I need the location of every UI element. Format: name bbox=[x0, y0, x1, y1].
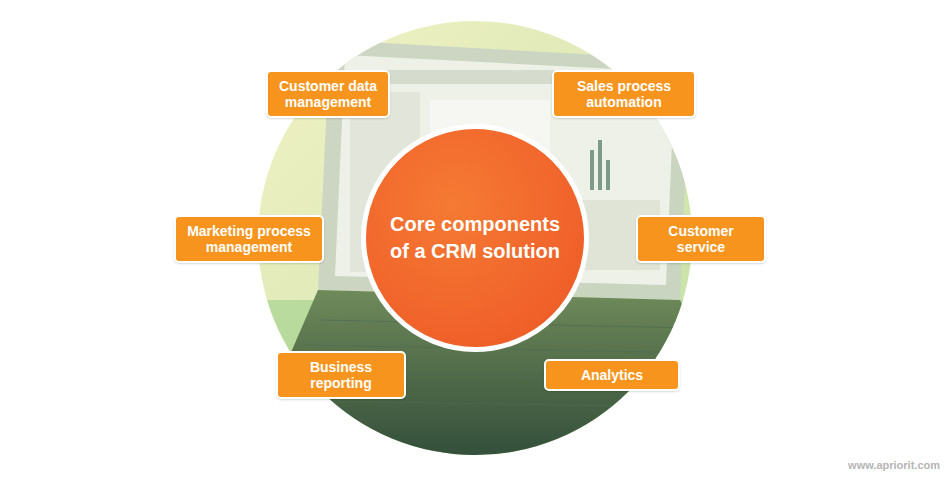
component-label: Customer service bbox=[648, 223, 754, 255]
component-label: Analytics bbox=[556, 367, 668, 383]
component-box: Sales process automation bbox=[552, 70, 696, 118]
component-label: Sales process automation bbox=[564, 78, 684, 110]
component-box: Analytics bbox=[544, 359, 680, 391]
component-box: Business reporting bbox=[276, 351, 406, 399]
component-label: Business reporting bbox=[288, 359, 394, 391]
component-box: Marketing process management bbox=[174, 215, 324, 263]
center-title: Core components of a CRM solution bbox=[380, 211, 570, 265]
watermark: www.apriorit.com bbox=[848, 459, 940, 471]
component-label: Marketing process management bbox=[186, 223, 312, 255]
component-box: Customer data management bbox=[266, 70, 390, 118]
component-label: Customer data management bbox=[278, 78, 378, 110]
center-circle: Core components of a CRM solution bbox=[361, 124, 589, 352]
component-box: Customer service bbox=[636, 215, 766, 263]
